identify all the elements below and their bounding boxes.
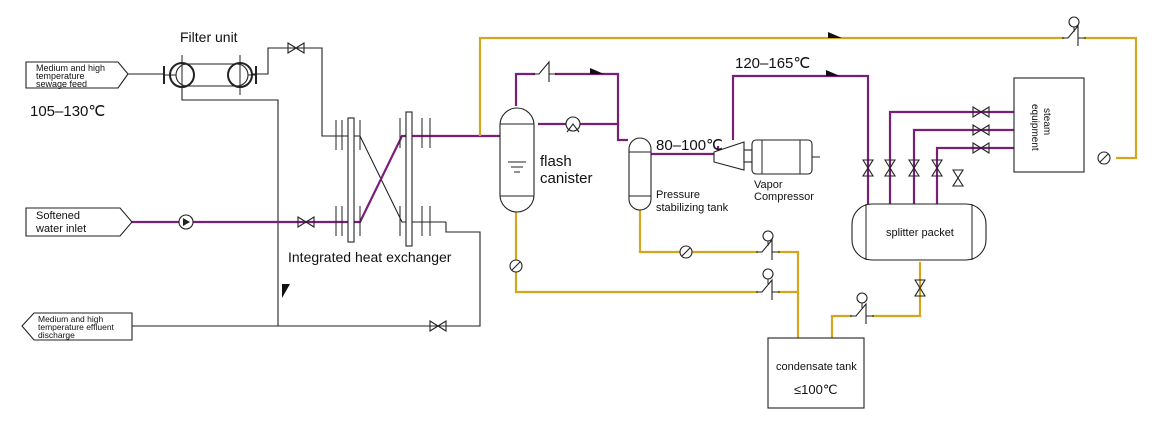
sensor-icon (509, 259, 523, 273)
condensate-tank: condensate tank ≤100℃ (767, 337, 865, 409)
sewage-feed-line3: sewage feed (36, 79, 87, 89)
valve-icon (952, 169, 964, 187)
water-pump-icon (178, 214, 194, 230)
integrated-heat-exchanger: Integrated heat exchanger (288, 111, 452, 265)
flow-arrows (282, 32, 842, 298)
temperature-80-100: 80–100℃ (656, 137, 723, 154)
effluent-line2: temperature effluent (38, 322, 115, 332)
condensate-tank-label: condensate tank (776, 361, 857, 373)
effluent-line3: discharge (38, 330, 75, 340)
steam-equipment: steam equipment (1013, 77, 1085, 173)
flow-arrow (282, 284, 290, 298)
flash-canister: flash canister (499, 107, 593, 213)
sensor-icon (679, 245, 693, 259)
flash-label-line2: canister (540, 170, 593, 187)
compressor-line2: Compressor (754, 191, 814, 203)
heat-exchanger-label: Integrated heat exchanger (288, 249, 452, 265)
sewage-feed-line1: Medium and high (36, 63, 105, 73)
filter-unit-label: Filter unit (180, 29, 238, 45)
check-valve-icon (531, 60, 559, 84)
process-pipes (128, 47, 481, 327)
condensate-temperature: ≤100℃ (794, 382, 837, 397)
softened-water-line2: water inlet (35, 223, 86, 235)
sewage-feed-line2: temperature (36, 71, 85, 81)
splitter-packet: splitter packet (851, 203, 987, 261)
steam-pipes (132, 72, 1014, 224)
sewage-feed-tag: Medium and high temperature sewage feed (25, 61, 129, 89)
pressure-tank-line2: stabilizing tank (656, 202, 729, 214)
effluent-tag: Medium and high temperature effluent dis… (21, 312, 133, 341)
temperature-120-165: 120–165℃ (735, 55, 810, 72)
pressure-tank-line1: Pressure (656, 189, 700, 201)
flow-arrow (590, 68, 604, 74)
indicator-icon (762, 230, 774, 242)
pressure-stabilizing-tank: Pressure stabilizing tank (628, 137, 729, 214)
flow-arrow (828, 32, 842, 38)
softened-water-line1: Softened (36, 210, 80, 222)
sensor-icon (1097, 151, 1111, 165)
steam-equipment-line2: equipment (1029, 104, 1040, 151)
compressor-line1: Vapor (754, 179, 783, 191)
vapor-compressor: Vapor Compressor (713, 139, 820, 203)
indicator-icon (762, 268, 774, 280)
softened-water-tag: Softened water inlet (25, 207, 133, 237)
trap-indicators (762, 16, 1080, 308)
indicator-icon (856, 292, 868, 304)
flow-arrow (826, 70, 840, 76)
splitter-label: splitter packet (886, 227, 954, 239)
filter-unit: Filter unit (163, 29, 257, 95)
flash-label-line1: flash (540, 153, 572, 170)
pump-icon (565, 116, 581, 133)
effluent-line1: Medium and high (38, 314, 103, 324)
indicator-icon (1068, 16, 1080, 28)
feed-temperature: 105–130℃ (30, 103, 105, 120)
steam-equipment-line1: steam (1041, 108, 1052, 135)
